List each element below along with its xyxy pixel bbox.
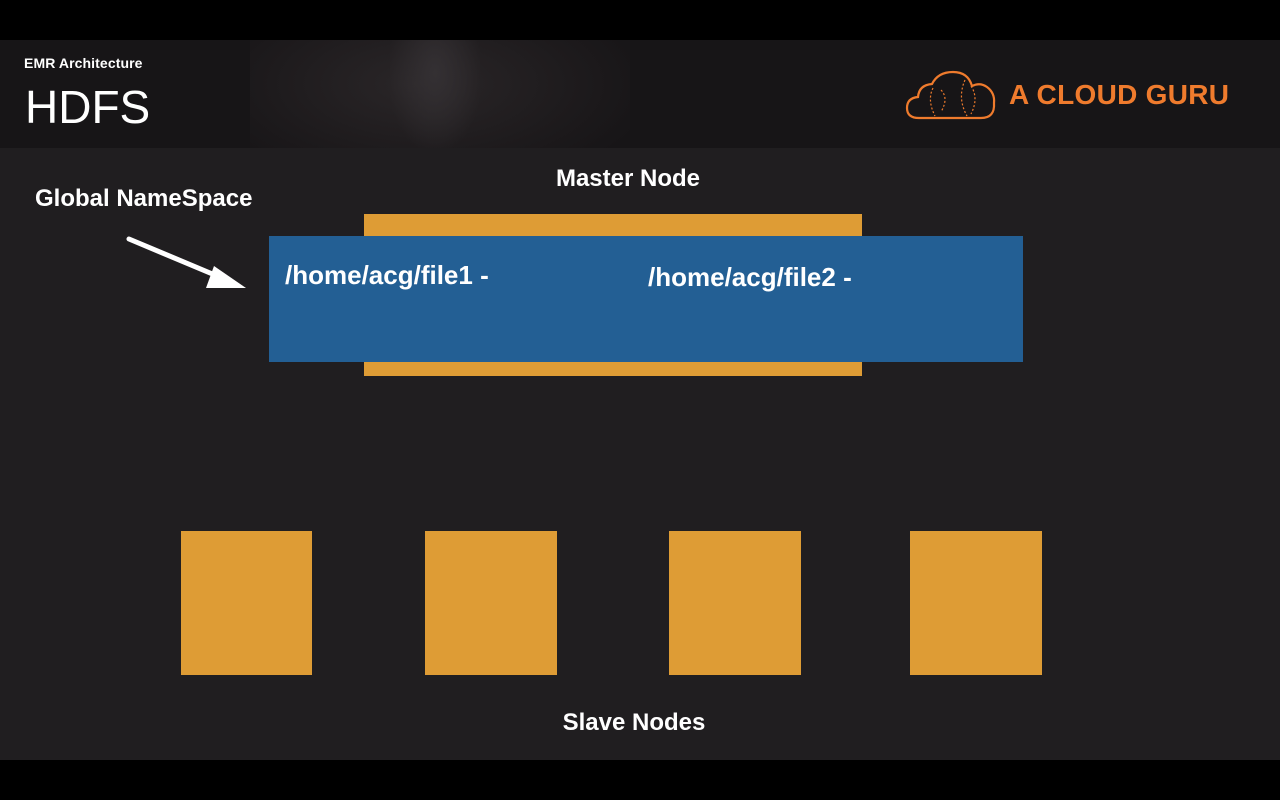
slave-node: [425, 531, 557, 675]
brand-name: A CLOUD GURU: [1009, 79, 1230, 110]
cloud-icon: [905, 70, 996, 120]
slide-title: HDFS: [25, 81, 151, 133]
slave-node: [669, 531, 801, 675]
presenter-video-highlight: [390, 40, 480, 148]
brand-logo: A CLOUD GURU: [905, 66, 1250, 122]
slide-subtitle: EMR Architecture: [24, 55, 143, 71]
global-namespace-label: Global NameSpace: [35, 185, 253, 212]
slave-node: [181, 531, 312, 675]
global-namespace-box: /home/acg/file1 - /home/acg/file2 -: [269, 236, 1023, 362]
master-node-label: Master Node: [555, 165, 701, 192]
namespace-file-entry: /home/acg/file1 -: [285, 260, 489, 290]
namespace-arrow-icon: [126, 236, 246, 288]
slide-header: EMR Architecture HDFS A CLOUD GURU: [0, 40, 1280, 148]
slave-nodes-label: Slave Nodes: [562, 709, 706, 736]
slave-node: [910, 531, 1042, 675]
namespace-file-entry: /home/acg/file2 -: [648, 262, 852, 292]
slide: EMR Architecture HDFS A CLOUD GURU Maste…: [0, 40, 1280, 760]
